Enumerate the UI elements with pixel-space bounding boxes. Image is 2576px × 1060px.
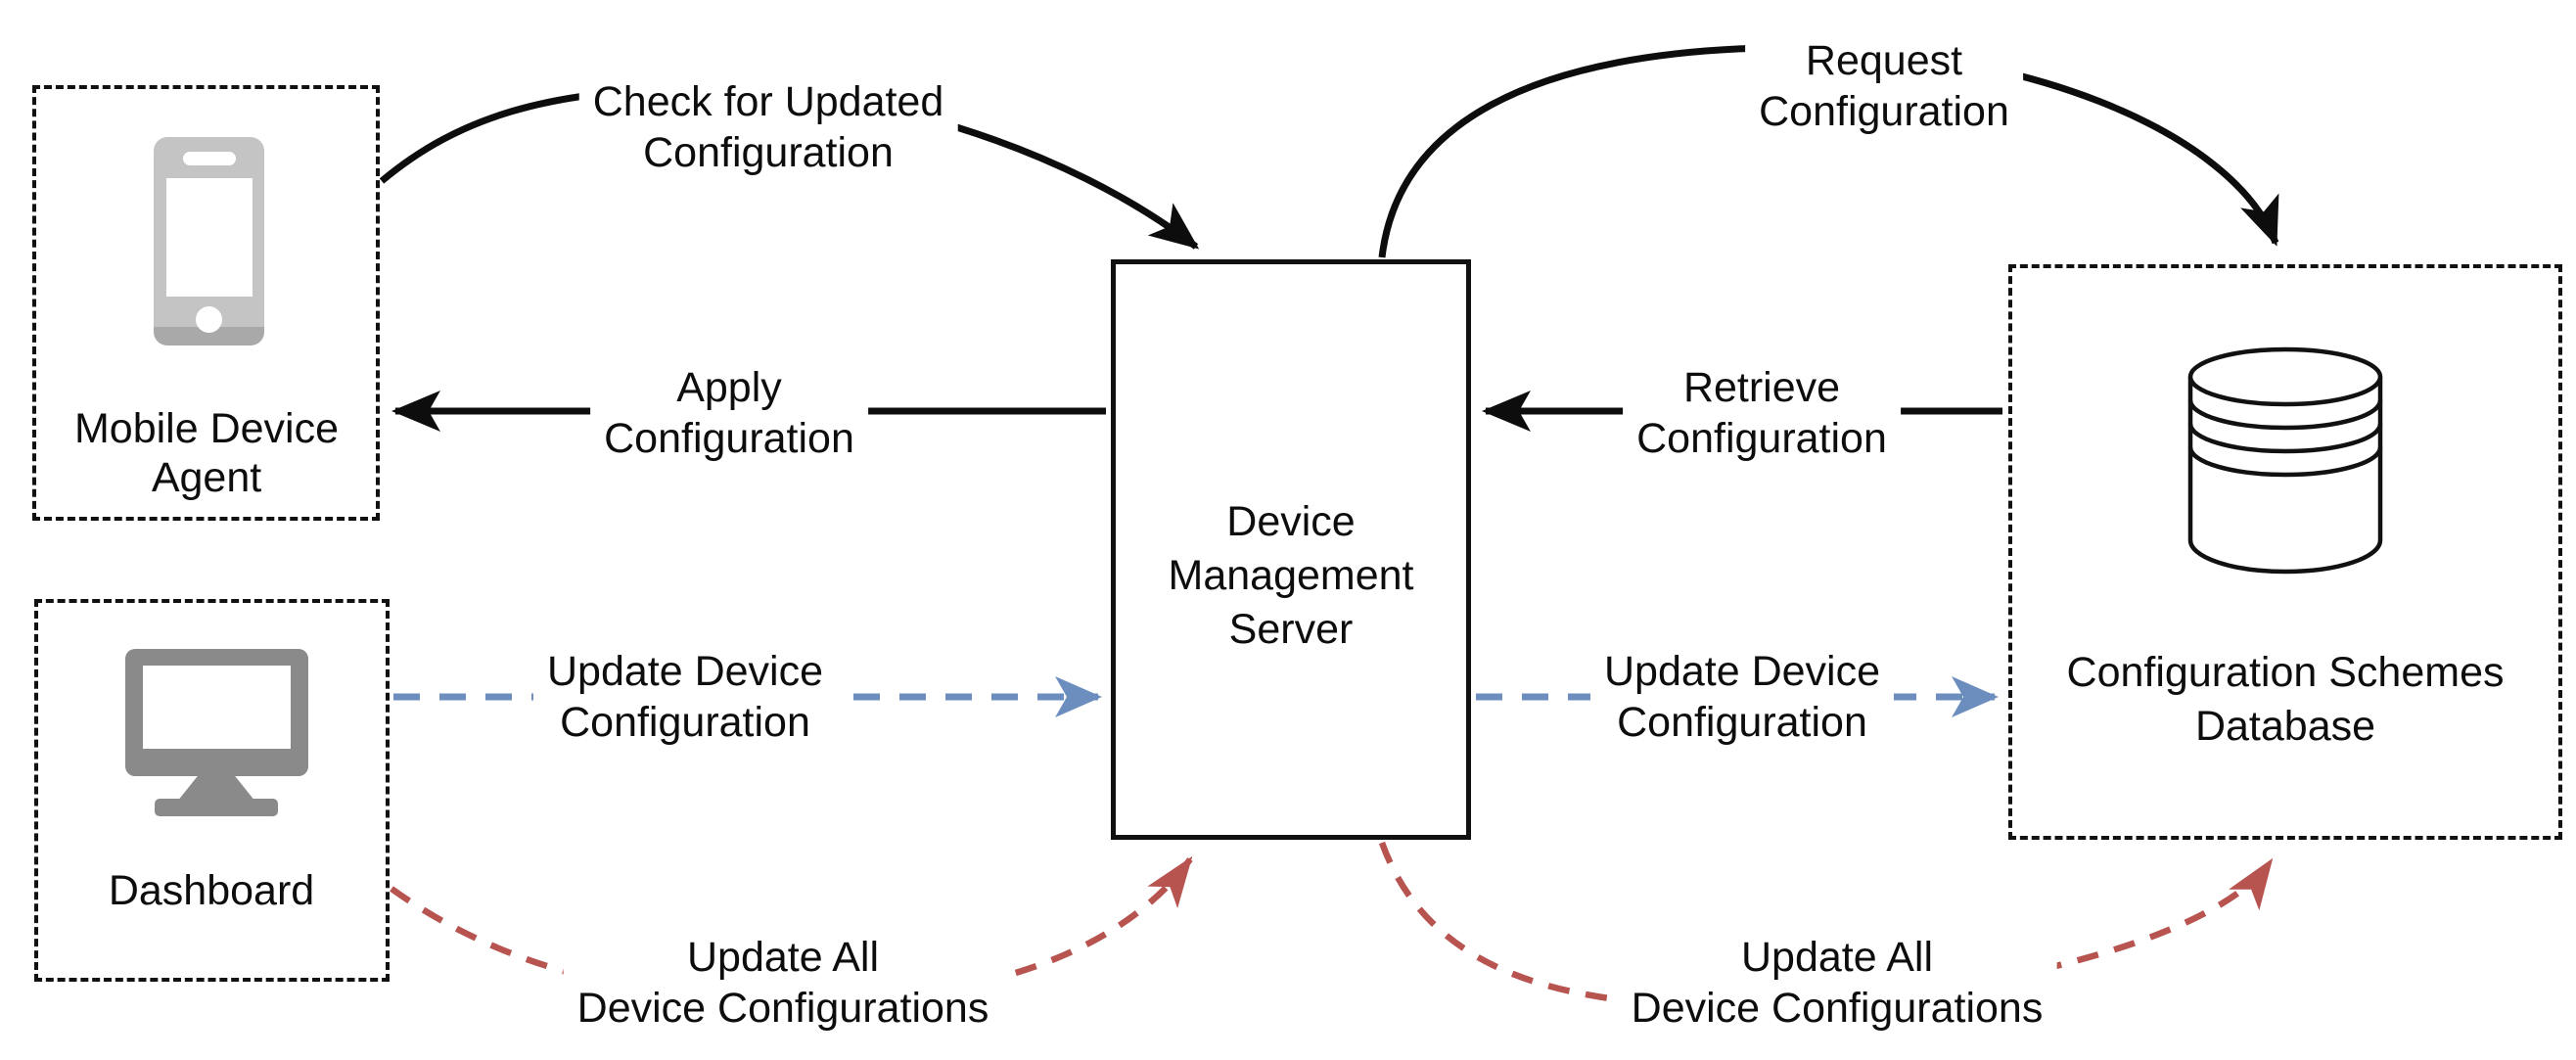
server-label-line1: Device (1226, 498, 1356, 545)
monitor-screen (143, 666, 291, 749)
label-check-for-updated-configuration: Check for Updated Configuration (578, 74, 958, 180)
mobile-device-agent-label-line2: Agent (151, 454, 262, 501)
node-mobile-device-agent (32, 85, 380, 521)
label-request-line1: Request (1805, 37, 1963, 84)
label-update-all-left-line1: Update All (686, 934, 880, 981)
database-cylinder-icon (2187, 346, 2383, 575)
label-request-configuration: Request Configuration (1745, 33, 2023, 139)
label-retrieve-line2: Configuration (1636, 415, 1887, 462)
server-label-line2: Management (1168, 552, 1414, 599)
label-update-device-left-line1: Update Device (546, 648, 824, 695)
label-request-line2: Configuration (1759, 88, 2009, 135)
label-update-all-right-line1: Update All (1740, 934, 1934, 981)
node-dashboard (34, 599, 390, 982)
label-update-all-device-configurations-left: Update All Device Configurations (563, 930, 1003, 1036)
mobile-device-agent-label-line1: Mobile Device (73, 405, 340, 452)
smartphone-screen (166, 178, 253, 297)
label-update-device-left-line2: Configuration (560, 699, 810, 746)
server-label-line3: Server (1228, 606, 1354, 653)
label-update-all-right-line2: Device Configurations (1631, 985, 2044, 1032)
smartphone-speaker (183, 152, 236, 165)
label-update-all-device-configurations-right: Update All Device Configurations (1617, 930, 2057, 1036)
node-configuration-schemes-database (2008, 264, 2562, 840)
monitor-stand-base (155, 799, 278, 816)
label-apply-configuration: Apply Configuration (590, 360, 868, 466)
label-check-line1: Check for Updated (592, 78, 944, 125)
label-apply-line2: Configuration (604, 415, 854, 462)
label-update-device-configuration-right: Update Device Configuration (1589, 644, 1895, 750)
label-update-device-configuration-left: Update Device Configuration (532, 644, 838, 750)
label-update-device-right-line1: Update Device (1603, 648, 1881, 695)
mobile-device-agent-label: Mobile Device Agent (74, 404, 339, 502)
label-retrieve-line1: Retrieve (1682, 364, 1841, 411)
label-update-all-left-line2: Device Configurations (576, 985, 989, 1032)
configuration-schemes-database-label: Configuration Schemes Database (2067, 646, 2505, 754)
label-retrieve-configuration: Retrieve Configuration (1623, 360, 1901, 466)
dashboard-label-line1: Dashboard (108, 867, 315, 914)
dashboard-label: Dashboard (109, 866, 314, 915)
smartphone-chin (154, 327, 264, 346)
smartphone-home-button (196, 306, 222, 333)
label-update-device-right-line2: Configuration (1617, 699, 1867, 746)
label-apply-line1: Apply (676, 364, 782, 411)
database-label-line2: Database (2194, 703, 2376, 750)
device-management-server-label: Device Management Server (1169, 495, 1414, 657)
edge-update-all-device-configurations-right (1378, 841, 2274, 1009)
label-check-line2: Configuration (643, 129, 894, 176)
node-device-management-server (1111, 259, 1471, 840)
database-label-line1: Configuration Schemes (2066, 649, 2505, 696)
